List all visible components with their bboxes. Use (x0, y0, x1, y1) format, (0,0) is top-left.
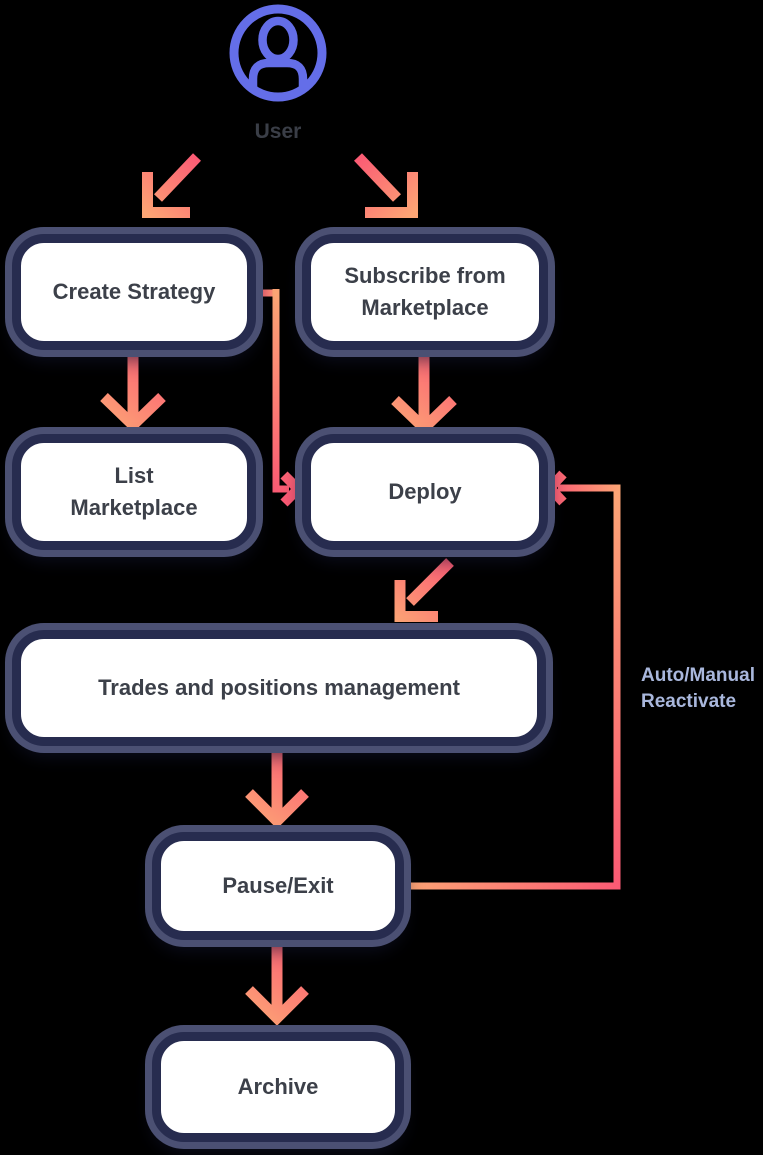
reactivate-annotation-line2: Reactivate (641, 691, 737, 712)
node-archive-label: Archive (237, 1074, 319, 1100)
user-label: User (254, 120, 302, 143)
arrow-trades-to-pause (245, 750, 309, 829)
arrow-user-to-create-strategy (142, 153, 201, 218)
node-subscribe-marketplace: Subscribe from Marketplace (302, 234, 548, 350)
arrow-user-to-subscribe (354, 153, 418, 218)
node-deploy: Deploy (302, 434, 548, 550)
arrow-deploy-to-trades (394, 558, 454, 622)
node-list-marketplace-label: List Marketplace (70, 463, 198, 520)
arrow-create-to-list (100, 352, 166, 433)
reactivate-annotation-line1: Auto/Manual (641, 665, 755, 686)
user-icon (229, 4, 327, 102)
connector-create-to-deploy (256, 289, 306, 507)
connector-pause-to-deploy-reactivate (404, 470, 621, 890)
reactivate-annotation: Auto/Manual Reactivate (641, 663, 763, 715)
node-list-marketplace: List Marketplace (12, 434, 256, 550)
arrow-subscribe-to-deploy (391, 352, 457, 436)
node-subscribe-marketplace-label: Subscribe from Marketplace (344, 263, 506, 320)
node-deploy-label: Deploy (388, 479, 462, 505)
arrow-pause-to-archive (245, 944, 309, 1026)
node-trades-positions-label: Trades and positions management (98, 675, 460, 701)
node-create-strategy: Create Strategy (12, 234, 256, 350)
node-pause-exit: Pause/Exit (152, 832, 404, 940)
node-trades-positions: Trades and positions management (12, 630, 546, 746)
node-archive: Archive (152, 1032, 404, 1142)
node-create-strategy-label: Create Strategy (52, 279, 216, 305)
node-pause-exit-label: Pause/Exit (222, 873, 334, 899)
